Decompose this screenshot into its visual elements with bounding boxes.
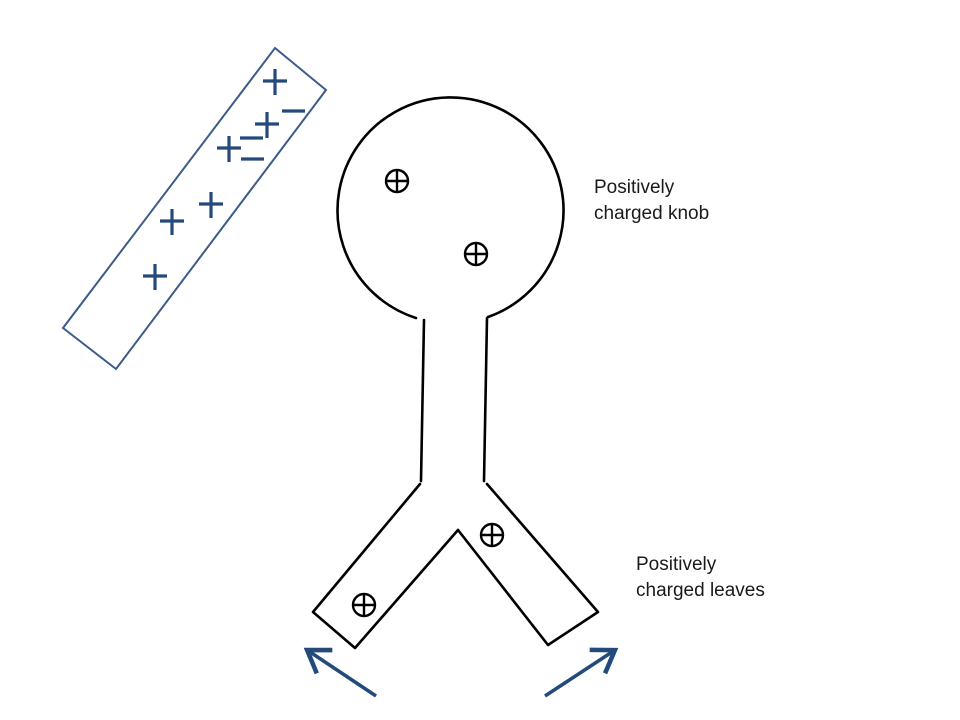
- circled-plus-icon: [351, 592, 377, 618]
- rod-plus-sign: [263, 69, 287, 95]
- electroscope-leaf-right: [456, 482, 600, 647]
- electroscope-knob: [336, 96, 565, 320]
- arrow-right-up-icon: [544, 647, 619, 698]
- leaves-label: Positively charged leaves: [636, 552, 765, 604]
- electroscope-charges: [351, 168, 505, 618]
- circled-plus-icon: [479, 522, 505, 548]
- rod-plus-sign: [199, 192, 223, 218]
- leaves-label-line1: Positively: [636, 554, 717, 575]
- electroscope-stem-left: [419, 318, 426, 483]
- leaf-movement-arrows: [303, 647, 619, 698]
- circled-plus-icon: [463, 241, 489, 267]
- leaves-label-line2: charged leaves: [636, 580, 765, 601]
- charged-rod: [61, 46, 328, 371]
- rod-charges: [143, 69, 305, 290]
- rod-plus-sign: [160, 209, 184, 235]
- circled-plus-icon: [384, 168, 410, 194]
- electroscope-stem-right: [482, 316, 489, 483]
- knob-label-line1: Positively: [594, 177, 675, 198]
- rod-plus-sign: [255, 112, 279, 138]
- arrow-left-up-icon: [303, 647, 377, 698]
- electroscope-leaf-left: [311, 482, 460, 650]
- knob-label: Positively charged knob: [594, 175, 709, 227]
- electroscope: [311, 96, 600, 650]
- knob-label-line2: charged knob: [594, 203, 710, 224]
- rod-plus-sign: [217, 136, 241, 162]
- rod-plus-sign: [143, 264, 167, 290]
